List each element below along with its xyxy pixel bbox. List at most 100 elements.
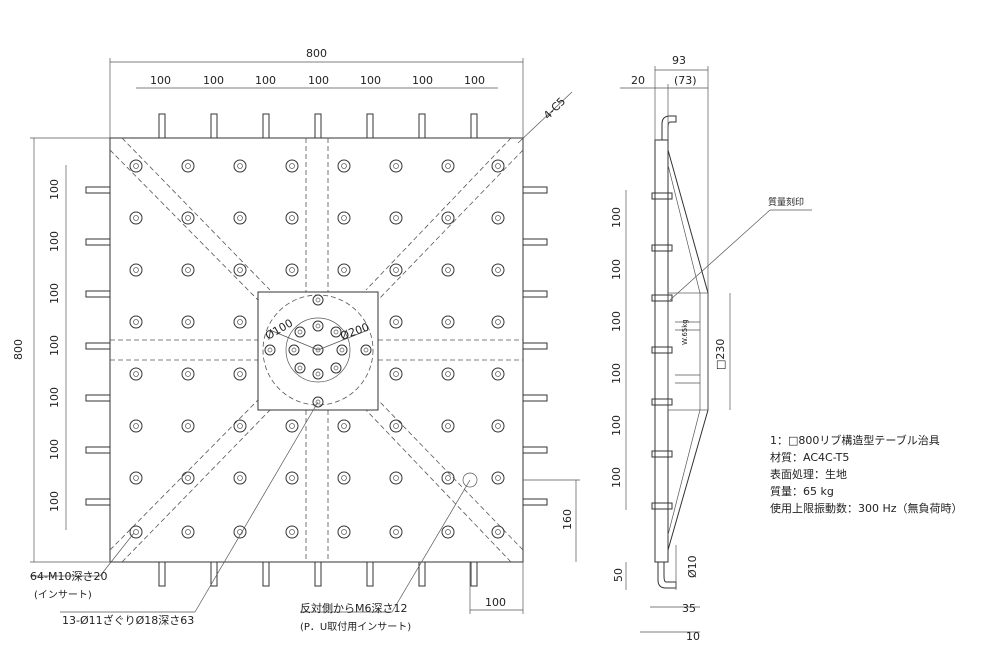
tapped-hole-core (237, 267, 243, 273)
tapped-hole-core (237, 371, 243, 377)
side-dim-plate: 20 (631, 74, 645, 87)
counterbore-hole-core (333, 365, 339, 371)
tapped-hole-core (185, 163, 191, 169)
dim-pitch-top: 100 (150, 74, 171, 87)
side-dim-pitch: 100 (610, 467, 623, 488)
stud-bottom (158, 561, 166, 587)
stud-top (366, 113, 374, 139)
counterbore-hole (312, 396, 324, 408)
tapped-hole (389, 367, 403, 381)
tapped-hole (181, 263, 195, 277)
stud-right (522, 446, 548, 454)
tapped-hole-core (133, 267, 139, 273)
tapped-hole (285, 419, 299, 433)
stud-right (522, 290, 548, 298)
dim-pitch-top: 100 (255, 74, 276, 87)
tapped-hole-core (289, 163, 295, 169)
tapped-hole (389, 525, 403, 539)
dim-pitch-top: 100 (464, 74, 485, 87)
tapped-hole (129, 525, 143, 539)
stud-bottom (314, 561, 322, 587)
counterbore-hole (312, 368, 324, 380)
tapped-hole-core (289, 475, 295, 481)
tapped-hole (491, 315, 505, 329)
tapped-hole-core (185, 319, 191, 325)
tapped-hole-core (341, 267, 347, 273)
dim-pitch-left: 100 (48, 335, 61, 356)
tapped-hole-core (495, 423, 501, 429)
front-dimensions (30, 58, 580, 614)
dim-overall-height: 800 (12, 339, 25, 360)
spec-title: 1：□800リブ構造型テーブル治具 (770, 434, 940, 447)
stud-right (522, 342, 548, 350)
counterbore-hole-core (315, 347, 321, 353)
side-rib (667, 149, 709, 551)
counterbore-hole (360, 344, 372, 356)
tapped-hole (233, 419, 247, 433)
tapped-hole-core (237, 215, 243, 221)
dim-pitch-left: 100 (48, 387, 61, 408)
stud-left (85, 446, 111, 454)
side-view (620, 66, 812, 633)
dim-pitch-top: 100 (203, 74, 224, 87)
counterbore-hole (312, 344, 324, 356)
chamfer-label: 4-C5 (541, 95, 568, 122)
counterbore-hole-core (315, 399, 321, 405)
tapped-hole-core (393, 319, 399, 325)
stud-top (418, 113, 426, 139)
front-view (30, 58, 580, 614)
tapped-hole (389, 159, 403, 173)
side-stud (651, 450, 673, 458)
dim-dia-200: Ø200 (339, 320, 371, 342)
tapped-hole (181, 525, 195, 539)
counterbore-hole-core (363, 347, 369, 353)
tapped-hole-core (445, 163, 451, 169)
tapped-hole (285, 471, 299, 485)
tapped-hole (181, 315, 195, 329)
tapped-hole-core (133, 423, 139, 429)
counterbore-hole (330, 326, 342, 338)
spec-frequency: 使用上限振動数：300 Hz（無負荷時） (770, 502, 963, 515)
counterbore-hole (312, 294, 324, 306)
counterbore-hole-core (339, 347, 345, 353)
tapped-hole (129, 159, 143, 173)
counterbore-hole-core (315, 297, 321, 303)
side-dim-pitch: 100 (610, 259, 623, 280)
tapped-hole (337, 525, 351, 539)
counterbore-hole-core (297, 329, 303, 335)
side-stud (651, 502, 673, 510)
stud-bottom (210, 561, 218, 587)
tapped-hole (491, 211, 505, 225)
tapped-hole (181, 419, 195, 433)
side-dim-pitch: 100 (610, 363, 623, 384)
tapped-hole-core (393, 267, 399, 273)
side-dim-pitch: 100 (610, 415, 623, 436)
tapped-hole (233, 471, 247, 485)
dim-pitch-left: 100 (48, 491, 61, 512)
tapped-hole (491, 159, 505, 173)
tapped-hole (181, 367, 195, 381)
tapped-hole (491, 419, 505, 433)
stud-bottom (470, 561, 478, 587)
tapped-hole (181, 211, 195, 225)
side-dim-phi10: Ø10 (686, 555, 699, 578)
note-counterbore: 13-Ø11ざぐりØ18深さ63 (62, 614, 195, 627)
tapped-hole-core (445, 529, 451, 535)
dim-pitch-left: 100 (48, 179, 61, 200)
counterbore-hole-core (315, 323, 321, 329)
stud-bottom (418, 561, 426, 587)
stud-top (314, 113, 322, 139)
tapped-hole (337, 263, 351, 277)
tapped-hole-core (393, 215, 399, 221)
stud-right (522, 498, 548, 506)
tapped-hole-core (341, 529, 347, 535)
stud-right (522, 238, 548, 246)
tapped-hole (389, 211, 403, 225)
dimension-labels: 800 800 100 100 100 100 100 100 100 100 … (12, 47, 804, 643)
spec-surface: 表面処理：生地 (770, 468, 847, 481)
tapped-hole-core (289, 215, 295, 221)
tapped-hole (129, 367, 143, 381)
tapped-hole (129, 315, 143, 329)
tapped-hole-core (445, 319, 451, 325)
tapped-hole-core (133, 215, 139, 221)
